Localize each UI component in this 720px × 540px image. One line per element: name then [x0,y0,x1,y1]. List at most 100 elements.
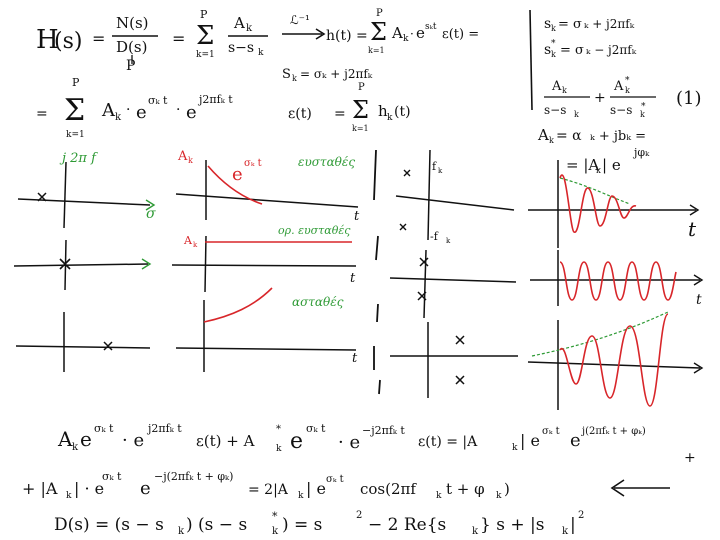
pair-den2: s−s [610,103,632,117]
b3-e: } s + |s [480,515,544,535]
b2-a-k: k [66,491,72,501]
t-label-1: t [354,209,360,224]
b2-c: e [140,478,151,499]
line2-sum-top: P [72,76,80,89]
column-separator [373,149,381,395]
hk-arg: (t) [394,104,411,120]
b2-e-sup: σₖ t [326,474,344,485]
sum2-exp: e [416,24,425,42]
sum2-sigma: Σ [370,18,387,46]
sk-label: S [282,67,291,82]
b3-b-k: k [272,526,279,537]
s-conj: s [544,42,551,58]
line2-e2: e [186,102,197,123]
b3-c-sq: 2 [356,510,362,521]
ak-polar-k: k [596,166,601,175]
ak-polar-tail: | e [602,156,621,174]
osc3-envelope [531,311,669,357]
fk-pos-k: k [438,167,443,175]
osc3-arrow [693,362,704,374]
b1-eps: ε(t) + A [196,432,255,450]
line2-e2-sup: j2πfₖ t [197,93,233,106]
ht2-v-axis [204,235,207,293]
b2-h: ) [504,480,510,498]
pole-x-1 [37,192,47,202]
eq-1: = [92,29,105,48]
s-def-rest: ₖ + j2πfₖ [584,17,635,31]
osc1-arrow [689,204,700,216]
ak-red-1-k: k [188,156,193,165]
line2-eps: ε(t) [288,106,312,122]
ak-red-2: A [183,234,193,247]
pair-den2-k: k [640,110,645,119]
osc2-sustained-wave [559,261,677,301]
laplace-arrow-head [315,28,326,40]
sigma-label: σ [146,206,156,222]
sum1-num: A [233,14,245,32]
H-red: H [36,25,59,55]
pair-den2-star: * [641,102,646,112]
b1-e6-sup: j(2πfₖ t + φₖ) [581,426,646,437]
s-def: s [544,16,551,32]
s-conj-k: k [551,50,556,59]
pole-pair-6b [455,375,465,385]
pole-pair-6a [455,335,465,345]
frac1-denominator: D(s) [116,38,147,56]
line2-sigma: Σ [64,93,85,128]
plane4-real-axis [395,195,515,211]
decay-curve [207,165,263,205]
plane1-real-axis [17,198,151,206]
sum1-den-k: k [258,48,264,58]
exp-red-sup: σₖ t [244,158,262,169]
pair-num2-k: k [625,86,630,95]
b2-e: | e [306,479,326,498]
ak-red-2-k: k [193,241,198,249]
t-label-2: t [350,271,356,286]
b3-b-star: * [272,510,278,523]
fk-pos-label: f [432,160,437,173]
b1-e2-sup: j2πfₖ t [146,422,182,435]
b2-g: t + φ [446,480,485,498]
pair-den1: s−s [544,103,566,117]
b2-a: + |A [22,479,58,498]
line2-eq: = [334,106,346,122]
osc1-damped-wave [559,174,637,233]
b1-e3: e [290,429,303,454]
b2-arrow-head [610,479,625,497]
b2-d: = 2|A [248,482,289,498]
b1-e2: · e [122,430,144,451]
b1-e: e [80,427,92,451]
pair-plus: + [594,90,606,106]
t-label-3: t [352,351,358,366]
b2-d-k: k [298,491,304,501]
sum1-num-k: k [246,23,253,34]
s-conj-rest: ₖ − j2πfₖ [586,43,637,57]
ak-def: A [537,126,549,144]
hk-sigma: Σ [352,96,369,124]
sum2-exp-sup: sₖt [425,22,437,32]
b1-plus: + [684,450,696,466]
unstable-label: ασταθές [292,295,344,309]
b1-A: A [57,427,73,451]
pair-num1: A [551,79,562,94]
growth-curve [203,287,273,323]
b1-e5: | e [520,431,540,450]
eq-2: = [172,29,185,48]
ak-polar-sup: jφₖ [632,146,650,159]
osc1-t-label: t [688,217,697,241]
pair-den1-k: k [574,110,579,119]
pair-num2: A [613,79,624,94]
s-conj-rhs: = σ [560,43,584,58]
sum2-top: P [376,8,383,19]
sum1-den: s−s [228,40,254,56]
ht2-t-axis [171,264,357,267]
marginal-label: ορ. ευσταθές [278,224,351,237]
s-def-rhs: = σ [558,17,582,32]
b1-Ak-k: k [512,443,518,453]
sum2-bottom: k=1 [368,46,385,55]
H-arg: (s) [54,29,82,54]
pole-x-3 [103,341,113,351]
sum2-tail: ε(t) = [442,27,479,42]
ak-polar: = |A [566,156,599,174]
